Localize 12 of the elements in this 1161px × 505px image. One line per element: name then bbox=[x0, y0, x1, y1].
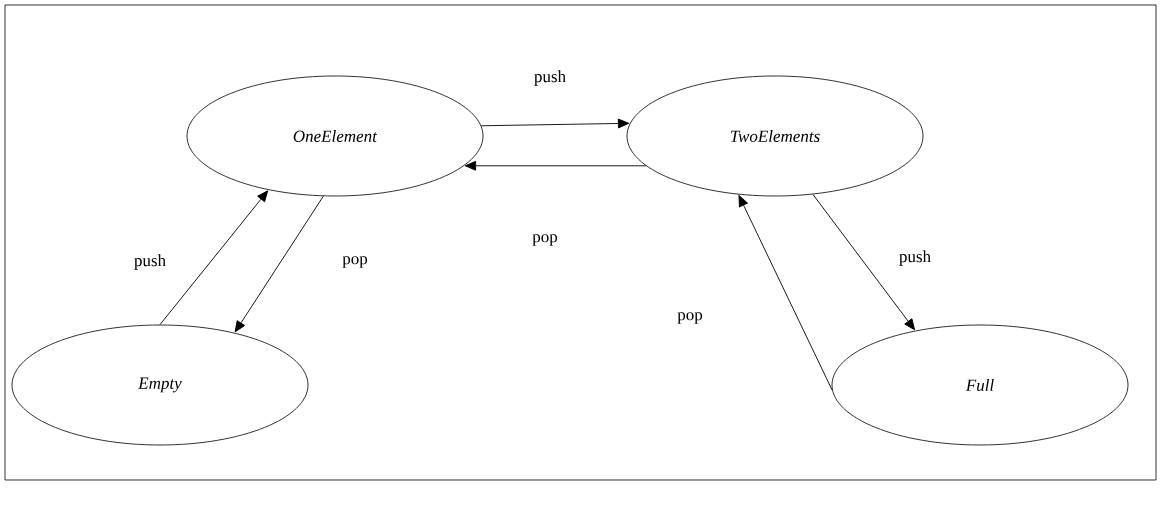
arrow bbox=[159, 190, 269, 326]
arrow bbox=[464, 160, 647, 171]
arrow bbox=[234, 195, 324, 333]
edge-label: pop bbox=[530, 232, 560, 248]
edge-label: push bbox=[131, 252, 169, 272]
edge-label: pop bbox=[675, 310, 705, 326]
edge-label: pop bbox=[340, 254, 370, 270]
arrow bbox=[812, 193, 915, 331]
edge-label: push bbox=[531, 68, 569, 88]
edge-label: push bbox=[896, 248, 934, 268]
arrow bbox=[738, 195, 833, 391]
arrow bbox=[480, 118, 630, 129]
